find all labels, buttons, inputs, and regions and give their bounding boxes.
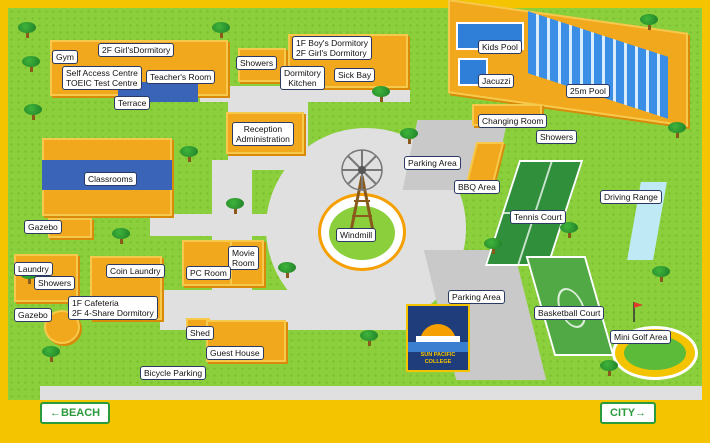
palm-tree [668,122,686,138]
label-gazebo-bottom: Gazebo [14,308,52,322]
golf-flag-icon [633,302,643,322]
label-guest-house: Guest House [206,346,264,360]
palm-tree [360,330,378,346]
label-pc-room: PC Room [186,266,231,280]
label-jacuzzi: Jacuzzi [478,74,515,88]
palm-tree [180,146,198,162]
label-gazebo-top: Gazebo [24,220,62,234]
label-bicycle-parking: Bicycle Parking [140,366,207,380]
road-mid-horizontal [150,214,280,236]
beach-direction-button[interactable]: ←BEACH [40,402,111,424]
palm-tree [22,56,40,72]
palm-tree [560,222,578,238]
label-teachers-room: Teacher's Room [146,70,216,84]
palm-tree [372,86,390,102]
city-direction-button[interactable]: CITY→ [600,402,657,424]
label-mini-golf-area: Mini Golf Area [610,330,672,344]
palm-tree [600,360,618,376]
road-beach-city [40,386,702,400]
label-bbq-area: BBQ Area [454,180,500,194]
road-top [200,86,410,102]
label-shed: Shed [186,326,214,340]
label-showers-pool: Showers [536,130,578,144]
label-laundry: Laundry [14,262,53,276]
sunrise-icon [408,306,468,352]
label-kids-pool: Kids Pool [478,40,522,54]
college-logo: SUN PACIFIC COLLEGE [406,304,470,372]
jacuzzi-pool [458,58,488,86]
palm-tree [640,14,658,30]
label-terrace: Terrace [114,96,151,110]
palm-tree [226,198,244,214]
palm-tree [18,22,36,38]
palm-tree [652,266,670,282]
palm-tree [112,228,130,244]
label-25m-pool: 25m Pool [566,84,610,98]
label-showers-top: Showers [236,56,278,70]
label-parking-area-bottom: Parking Area [448,290,505,304]
label-basketball-court: Basketball Court [534,306,605,320]
palm-tree [400,128,418,144]
palm-tree [278,262,296,278]
palm-tree [212,22,230,38]
label-windmill: Windmill [336,228,377,242]
windmill-icon [341,149,383,237]
label-coin-laundry: Coin Laundry [106,264,165,278]
label-classrooms: Classrooms [84,172,137,186]
label-showers-left: Showers [34,276,76,290]
palm-tree [484,238,502,254]
label-sick-bay: Sick Bay [334,68,376,82]
label-driving-range: Driving Range [600,190,662,204]
label-changing-room: Changing Room [478,114,548,128]
palm-tree [42,346,60,362]
palm-tree [24,104,42,120]
label-gym: Gym [52,50,78,64]
label-tennis-court: Tennis Court [510,210,566,224]
label-parking-area-top: Parking Area [404,156,461,170]
logo-text: SUN PACIFIC COLLEGE [420,352,456,365]
label-girls-dormitory-2f: 2F Girl'sDormitory [98,43,175,57]
